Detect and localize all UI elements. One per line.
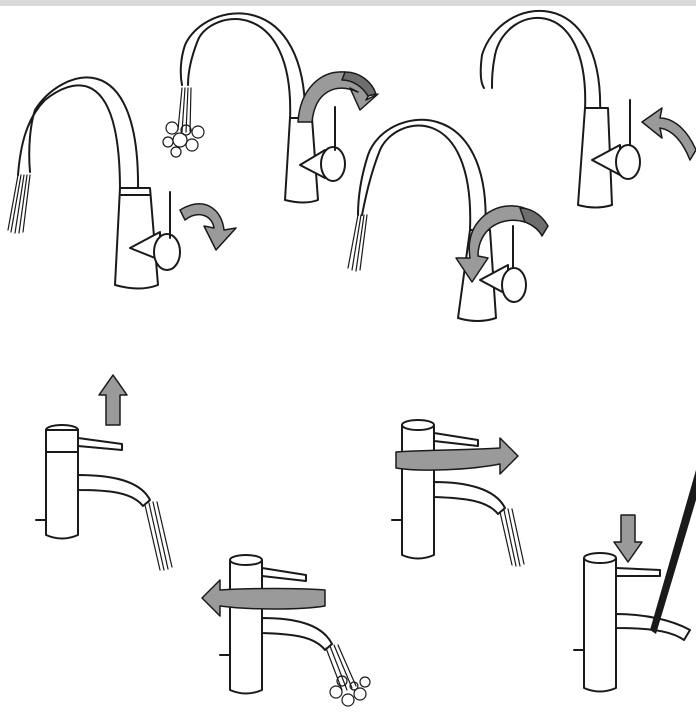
spout <box>262 618 332 650</box>
up-arrow <box>99 375 127 425</box>
body-top <box>584 553 616 563</box>
handle-knob <box>154 234 180 270</box>
spout <box>434 482 505 514</box>
gooseneck-outer <box>18 85 120 190</box>
pointer-wedge <box>650 470 696 634</box>
gooseneck-inner <box>29 77 138 190</box>
lever <box>78 438 122 450</box>
body-top <box>230 555 262 565</box>
faucet-body <box>584 558 616 692</box>
gooseneck-outer <box>492 18 585 110</box>
faucet-body <box>230 560 262 694</box>
spray-bubbles <box>163 122 204 157</box>
pullout-faucet-lever-down <box>8 77 236 288</box>
handle-knob <box>616 145 640 179</box>
lever <box>616 568 660 576</box>
down-arrow <box>614 515 642 562</box>
gooseneck-outer <box>362 126 470 230</box>
gooseneck-outer <box>188 19 290 120</box>
basin-mixer-lever-down <box>574 470 696 692</box>
water-stream <box>500 509 524 566</box>
basin-mixer-turn-right <box>392 420 524 566</box>
handle-cap <box>46 430 78 452</box>
handle-knob <box>321 147 345 181</box>
rotate-left-arrow <box>202 580 325 616</box>
pullout-faucet-lever-back <box>481 11 696 208</box>
pullout-faucet-lever-sweep <box>348 120 548 321</box>
water-stream <box>348 215 367 271</box>
water-stream <box>8 175 30 233</box>
spray-bubbles <box>330 676 370 706</box>
body-top <box>402 420 434 430</box>
spout <box>78 475 150 506</box>
lever <box>262 568 306 581</box>
lever <box>434 433 478 446</box>
water-stream <box>145 502 172 570</box>
pullout-faucet-spray <box>163 13 378 202</box>
basin-mixer-lever-up <box>36 375 172 570</box>
faucet-body <box>402 425 434 559</box>
handle-knob <box>502 268 526 302</box>
basin-mixer-turn-left <box>202 555 370 706</box>
curved-arrow-back <box>642 108 696 160</box>
curved-arrow-down-right <box>180 204 236 250</box>
